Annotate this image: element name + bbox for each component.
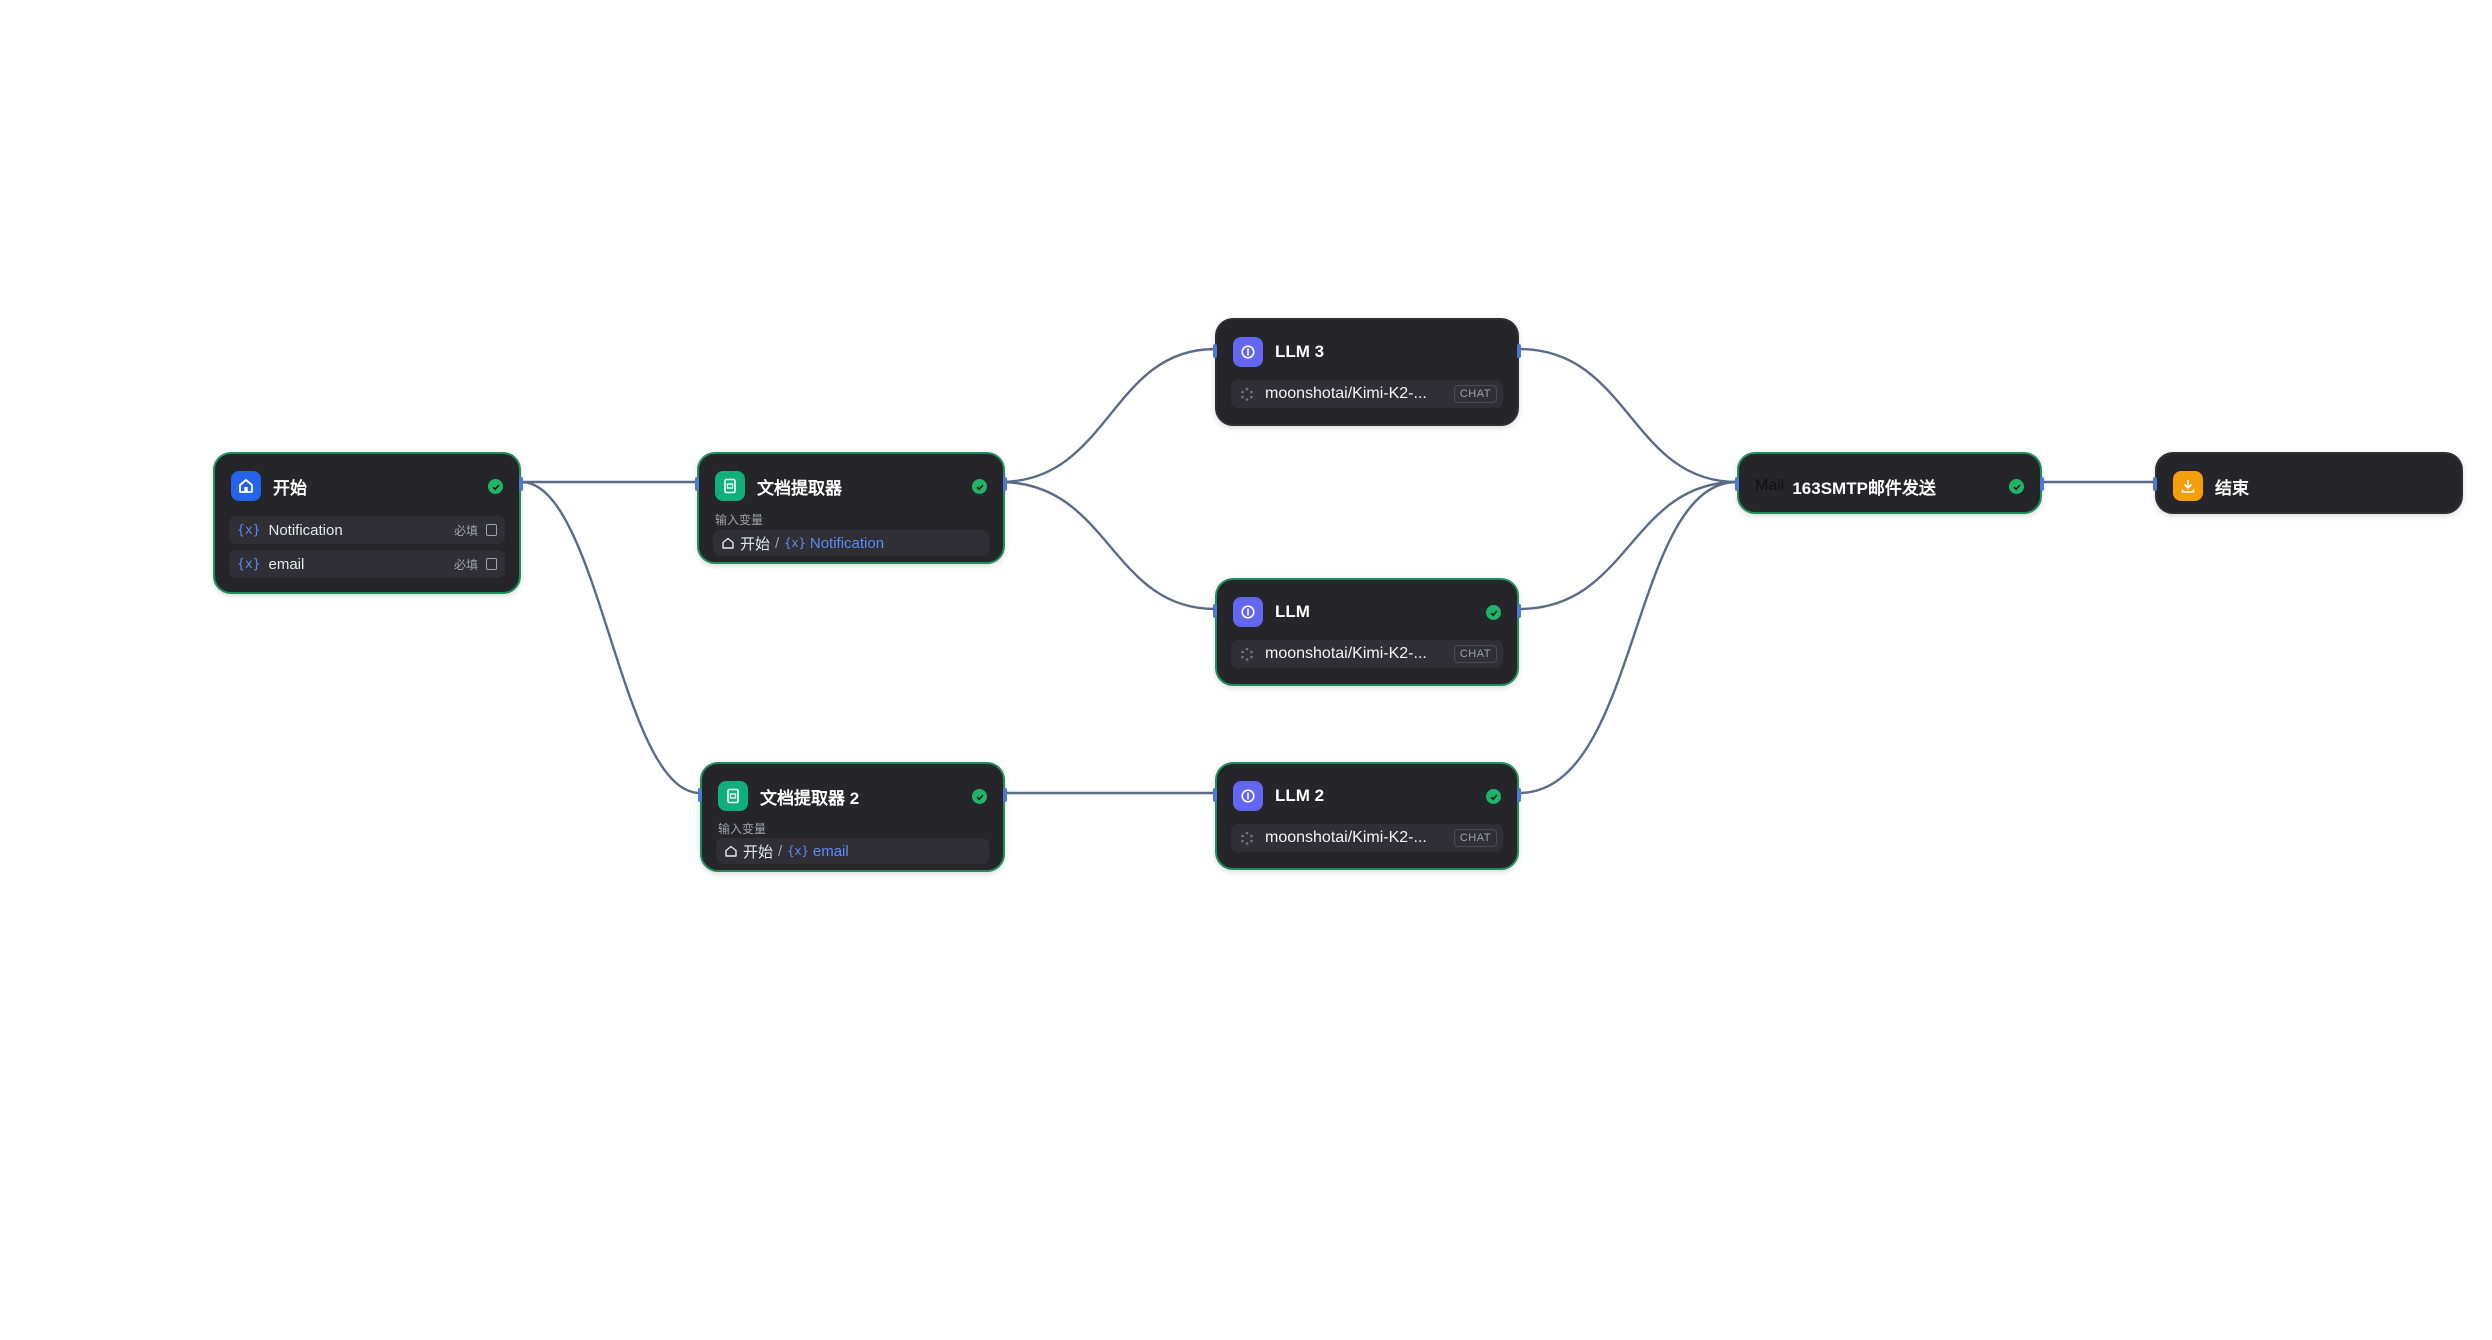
home-icon	[231, 471, 261, 501]
input-handle[interactable]	[698, 788, 702, 802]
model-mode-tag: CHAT	[1453, 645, 1497, 663]
variable-icon: {x}	[787, 844, 809, 858]
input-handle[interactable]	[1213, 344, 1217, 358]
model-provider-icon	[1241, 647, 1253, 661]
model-selector[interactable]: moonshotai/Kimi-K2-... CHAT	[1231, 640, 1503, 668]
input-handle[interactable]	[1213, 788, 1217, 802]
input-variable-reference[interactable]: 开始 / {x} Notification	[713, 530, 989, 556]
reference-separator: /	[778, 842, 783, 860]
model-mode-tag: CHAT	[1453, 829, 1497, 847]
variable-name: email	[268, 555, 305, 573]
success-check-icon	[1486, 605, 1501, 620]
home-icon	[722, 537, 734, 549]
mail-icon: Mail	[1755, 477, 1785, 494]
reference-separator: /	[775, 534, 780, 552]
document-icon	[486, 558, 497, 570]
node-start[interactable]: 开始 {x} Notification 必填 {x} email 必填	[213, 452, 523, 594]
reference-variable: Notification	[809, 534, 885, 552]
edge-llm2-mail	[1518, 480, 1738, 795]
document-extractor-icon	[718, 781, 748, 811]
variable-row-email[interactable]: {x} email 必填	[229, 550, 505, 578]
model-mode-tag: CHAT	[1453, 385, 1497, 403]
output-handle[interactable]	[519, 477, 523, 491]
output-handle[interactable]	[1517, 604, 1521, 618]
model-selector[interactable]: moonshotai/Kimi-K2-... CHAT	[1231, 380, 1503, 408]
output-handle[interactable]	[1517, 344, 1521, 358]
output-handle[interactable]	[1003, 788, 1007, 802]
node-title: LLM 3	[1275, 342, 1325, 361]
llm-icon	[1233, 337, 1263, 367]
node-title: 开始	[273, 478, 307, 498]
node-title: 文档提取器	[757, 478, 842, 498]
input-handle[interactable]	[695, 477, 699, 491]
node-title: LLM	[1275, 602, 1310, 621]
document-extractor-icon	[715, 471, 745, 501]
input-variable-label: 输入变量	[715, 513, 764, 527]
node-end[interactable]: 结束	[2153, 452, 2463, 514]
model-name: moonshotai/Kimi-K2-...	[1265, 829, 1427, 846]
variable-row-notification[interactable]: {x} Notification 必填	[229, 516, 505, 544]
node-title: 文档提取器 2	[760, 788, 860, 808]
success-check-icon	[972, 479, 987, 494]
model-provider-icon	[1241, 387, 1253, 401]
model-provider-icon	[1241, 831, 1253, 845]
node-title: 163SMTP邮件发送	[1792, 478, 1936, 498]
variable-icon: {x}	[784, 536, 806, 550]
variable-icon: {x}	[237, 522, 261, 538]
llm-icon	[1233, 597, 1263, 627]
required-label: 必填	[453, 557, 478, 572]
reference-variable: email	[812, 842, 849, 860]
variable-name: Notification	[268, 521, 343, 539]
node-llm[interactable]: LLM moonshotai/Kimi-K2-... CHAT	[1213, 578, 1521, 686]
node-doc-extractor-2[interactable]: 文档提取器 2 输入变量 开始 / {x} email	[698, 762, 1007, 872]
output-handle[interactable]	[2040, 477, 2044, 491]
node-doc-extractor[interactable]: 文档提取器 输入变量 开始 / {x} Notification	[695, 452, 1007, 564]
edge-llm-mail	[1518, 480, 1738, 611]
input-variable-reference[interactable]: 开始 / {x} email	[716, 838, 989, 864]
input-variable-label: 输入变量	[718, 822, 767, 836]
reference-source: 开始	[743, 843, 774, 861]
output-handle[interactable]	[1003, 477, 1007, 491]
llm-icon	[1233, 781, 1263, 811]
output-handle[interactable]	[1517, 788, 1521, 802]
document-icon	[486, 524, 497, 536]
edge-llm3-mail	[1518, 347, 1738, 484]
node-title: 结束	[2215, 478, 2249, 498]
model-name: moonshotai/Kimi-K2-...	[1265, 385, 1427, 402]
success-check-icon	[1486, 789, 1501, 804]
model-selector[interactable]: moonshotai/Kimi-K2-... CHAT	[1231, 824, 1503, 852]
input-handle[interactable]	[1213, 604, 1217, 618]
success-check-icon	[488, 479, 503, 494]
node-title: LLM 2	[1275, 786, 1325, 805]
model-name: moonshotai/Kimi-K2-...	[1265, 645, 1427, 662]
edge-doc-extractor-llm	[999, 480, 1216, 611]
node-llm2[interactable]: LLM 2 moonshotai/Kimi-K2-... CHAT	[1213, 762, 1521, 870]
input-handle[interactable]	[1735, 477, 1739, 491]
node-mail-send[interactable]: Mail 163SMTP邮件发送	[1735, 452, 2044, 514]
node-llm3[interactable]: LLM 3 moonshotai/Kimi-K2-... CHAT	[1213, 318, 1521, 426]
edge-start-doc-extractor-2	[520, 480, 701, 795]
edge-doc-extractor-llm3	[999, 347, 1216, 484]
home-icon	[725, 845, 737, 857]
variable-icon: {x}	[237, 556, 261, 572]
success-check-icon	[2009, 479, 2024, 494]
success-check-icon	[972, 789, 987, 804]
reference-source: 开始	[740, 535, 771, 553]
input-handle[interactable]	[2153, 477, 2157, 491]
end-flag-icon	[2173, 471, 2203, 501]
required-label: 必填	[453, 523, 478, 538]
